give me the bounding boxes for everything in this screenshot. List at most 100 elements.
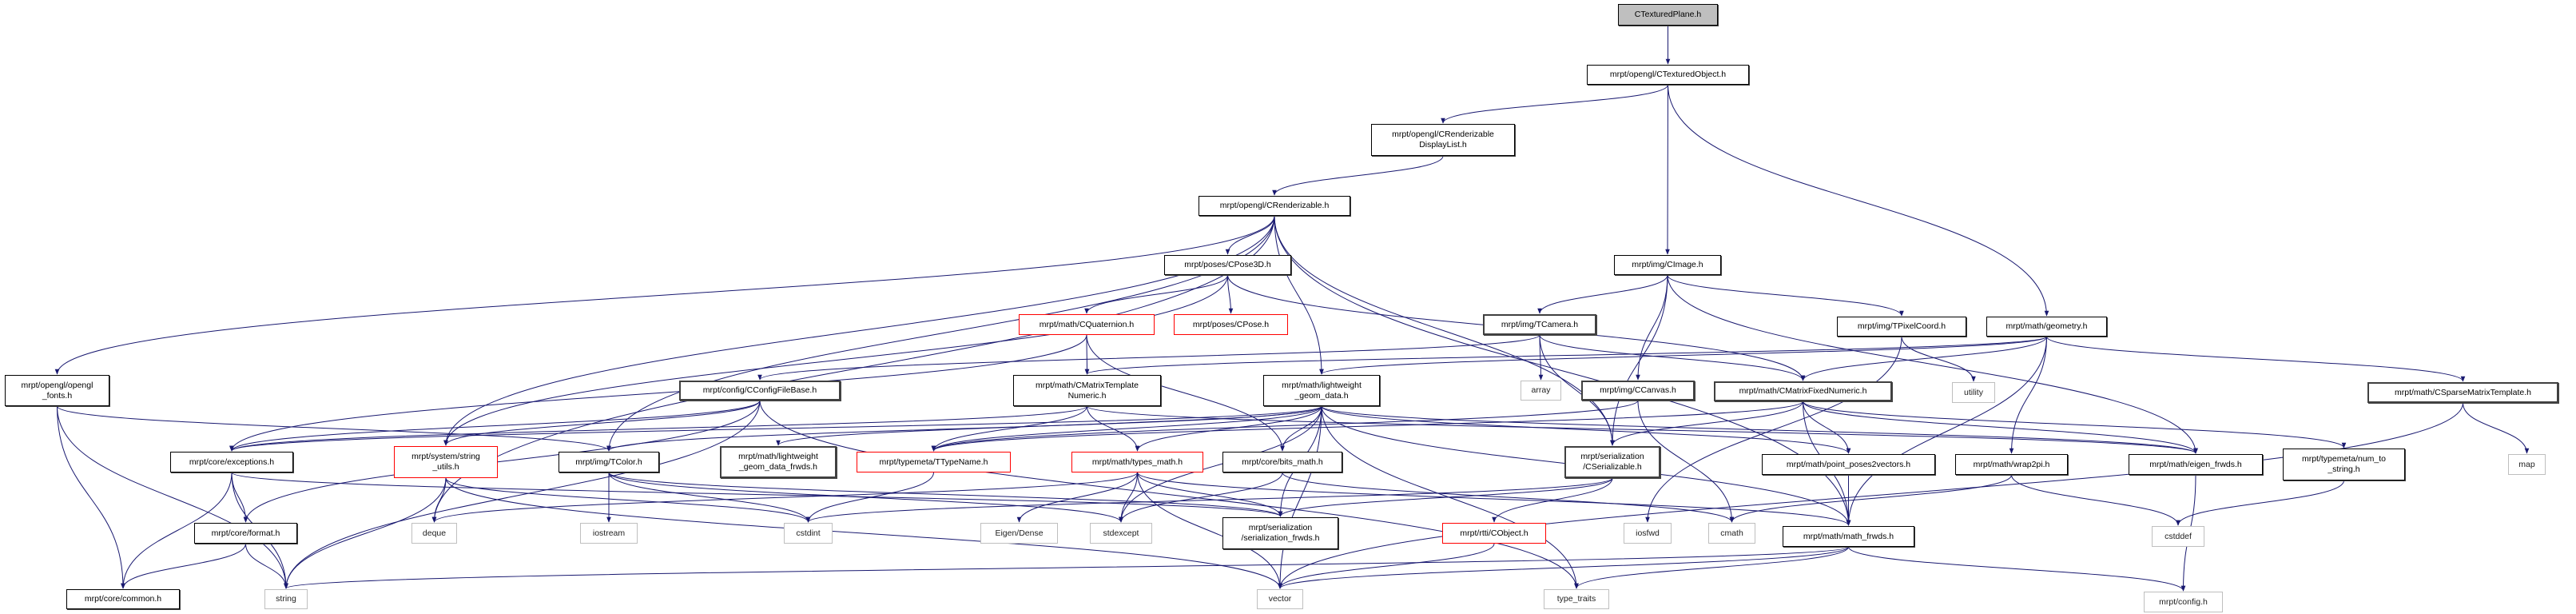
edge-geometry-to-csparse xyxy=(2046,336,2466,382)
node-exceptions[interactable]: mrpt/core/exceptions.h xyxy=(170,452,293,472)
edge-rend-to-cserial xyxy=(1274,215,1615,446)
edge-wrap2pi-to-cmath xyxy=(1729,474,2012,523)
edge-typesmath-to-eigendense xyxy=(1016,472,1138,523)
node-cmtn[interactable]: mrpt/math/CMatrixTemplate Numeric.h xyxy=(1013,375,1161,406)
node-eigendense[interactable]: Eigen/Dense xyxy=(980,523,1058,544)
node-csparse[interactable]: mrpt/math/CSparseMatrixTemplate.h xyxy=(2367,382,2558,403)
edge-cimage-to-ccanvas xyxy=(1636,274,1668,381)
node-cpose[interactable]: mrpt/poses/CPose.h xyxy=(1174,314,1288,335)
node-geometry[interactable]: mrpt/math/geometry.h xyxy=(1986,317,2107,337)
node-dlist[interactable]: mrpt/opengl/CRenderizable DisplayList.h xyxy=(1371,124,1515,156)
node-fonts[interactable]: mrpt/opengl/opengl _fonts.h xyxy=(5,375,109,406)
node-lwgdf[interactable]: mrpt/math/lightweight _geom_data_frwds.h xyxy=(720,446,837,478)
node-cfgbase[interactable]: mrpt/config/CConfigFileBase.h xyxy=(679,381,841,401)
edge-cimage-to-tpixel xyxy=(1667,274,1904,317)
node-cstddef[interactable]: cstddef xyxy=(2152,526,2204,547)
node-tcolor[interactable]: mrpt/img/TColor.h xyxy=(559,452,659,472)
edge-num2str-to-cstddef xyxy=(2176,480,2344,526)
edge-rend-to-lwgd xyxy=(1274,215,1324,375)
edge-lwgd-to-eigenfrwds xyxy=(1321,405,2198,454)
edge-quat-to-bitsmath xyxy=(1086,334,1285,452)
edge-cmfn-to-eigenfrwds xyxy=(1803,401,2198,454)
edge-cfgbase-to-format xyxy=(243,400,761,523)
node-iostream[interactable]: iostream xyxy=(580,523,638,544)
node-num2str[interactable]: mrpt/typemeta/num_to _string.h xyxy=(2283,449,2405,480)
edge-bitsmath-to-cmath xyxy=(1282,472,1735,523)
edge-wrap2pi-to-cstddef xyxy=(2011,474,2180,526)
node-map[interactable]: map xyxy=(2508,454,2546,475)
edge-tpixel-to-utility xyxy=(1901,336,1976,382)
node-root[interactable]: CTexturedPlane.h xyxy=(1618,4,1718,26)
edge-cimage-to-cserial xyxy=(1610,274,1668,446)
edge-cmfn-to-pp2v xyxy=(1803,401,1851,454)
edge-cmtn-to-exceptions xyxy=(229,405,1087,452)
node-pp2v[interactable]: mrpt/math/point_poses2vectors.h xyxy=(1762,454,1935,475)
edge-csparse-to-map xyxy=(2463,402,2530,454)
edge-cserial-to-cobject xyxy=(1492,477,1613,523)
edge-cmfn-to-num2str xyxy=(1803,401,2347,449)
edge-strutils-to-vector xyxy=(445,477,1282,589)
edge-bitsmath-to-stdexcept xyxy=(1119,472,1283,523)
edge-mathfrwds-to-typetraits xyxy=(1574,546,1849,589)
node-typetraits[interactable]: type_traits xyxy=(1544,589,1609,609)
edge-cmtn-to-ttypename xyxy=(931,405,1087,452)
node-iosfwd[interactable]: iosfwd xyxy=(1624,523,1672,544)
node-bitsmath[interactable]: mrpt/core/bits_math.h xyxy=(1222,452,1342,472)
edge-exceptions-to-format xyxy=(231,472,248,523)
node-ttypename[interactable]: mrpt/typemeta/TTypeName.h xyxy=(857,452,1011,472)
edge-format-to-common xyxy=(121,543,246,589)
node-rend[interactable]: mrpt/opengl/CRenderizable.h xyxy=(1199,196,1350,216)
node-eigenfrwds[interactable]: mrpt/math/eigen_frwds.h xyxy=(2129,454,2263,475)
edge-lwgd-to-typesmath xyxy=(1135,405,1322,452)
edge-mathfrwds-to-vector xyxy=(1278,546,1849,589)
node-mathfrwds[interactable]: mrpt/math/math_frwds.h xyxy=(1783,526,1914,547)
edge-pose3d-to-quat xyxy=(1084,274,1228,314)
node-config[interactable]: mrpt/config.h xyxy=(2144,592,2223,612)
node-utility[interactable]: utility xyxy=(1952,382,1995,403)
edge-lwgd-to-ttypename xyxy=(931,405,1322,452)
edge-exceptions-to-common xyxy=(121,472,233,589)
node-cobject[interactable]: mrpt/rtti/CObject.h xyxy=(1442,523,1546,544)
node-cserial[interactable]: mrpt/serialization /CSerializable.h xyxy=(1564,446,1660,478)
node-cstdint[interactable]: cstdint xyxy=(784,523,833,544)
node-cmath[interactable]: cmath xyxy=(1708,523,1755,544)
node-cmfn[interactable]: mrpt/math/CMatrixFixedNumeric.h xyxy=(1714,381,1892,401)
node-tcamera[interactable]: mrpt/img/TCamera.h xyxy=(1483,314,1596,335)
node-texobj[interactable]: mrpt/opengl/CTexturedObject.h xyxy=(1587,65,1749,85)
edge-tcamera-to-cmfn xyxy=(1539,334,1806,381)
edge-geometry-to-mathfrwds xyxy=(1846,336,2047,526)
edge-typesmath-to-deque xyxy=(431,472,1138,523)
node-tpixel[interactable]: mrpt/img/TPixelCoord.h xyxy=(1837,317,1966,337)
node-quat[interactable]: mrpt/math/CQuaternion.h xyxy=(1019,314,1155,335)
edge-tcolor-to-stdexcept xyxy=(608,472,1123,523)
edge-ccanvas-to-ttypename xyxy=(931,400,1639,452)
edge-rend-to-deque xyxy=(431,215,1275,523)
edge-strutils-to-string xyxy=(284,477,447,589)
edge-texobj-to-dlist xyxy=(1441,84,1668,124)
edge-tcamera-to-cfgbase xyxy=(757,334,1540,381)
node-vector[interactable]: vector xyxy=(1257,589,1303,609)
node-cimage[interactable]: mrpt/img/CImage.h xyxy=(1614,255,1721,275)
node-lwgd[interactable]: mrpt/math/lightweight _geom_data.h xyxy=(1263,375,1380,406)
node-deque[interactable]: deque xyxy=(411,523,457,544)
node-array[interactable]: array xyxy=(1521,381,1561,401)
node-string[interactable]: string xyxy=(264,589,308,609)
edge-typesmath-to-vector xyxy=(1137,472,1282,589)
edge-tcamera-to-cserial xyxy=(1539,334,1615,446)
node-wrap2pi[interactable]: mrpt/math/wrap2pi.h xyxy=(1955,454,2068,475)
node-format[interactable]: mrpt/core/format.h xyxy=(194,523,297,544)
edge-cmfn-to-cserial xyxy=(1610,401,1803,446)
node-strutils[interactable]: mrpt/system/string _utils.h xyxy=(394,446,498,478)
node-stdexcept[interactable]: stdexcept xyxy=(1090,523,1152,544)
node-typesmath[interactable]: mrpt/math/types_math.h xyxy=(1071,452,1203,472)
node-common[interactable]: mrpt/core/common.h xyxy=(66,589,180,609)
edge-cimage-to-eigenfrwds xyxy=(1667,274,2198,454)
edge-rend-to-pose3d xyxy=(1225,215,1275,255)
node-ccanvas[interactable]: mrpt/img/CCanvas.h xyxy=(1581,381,1695,401)
edge-lwgd-to-exceptions xyxy=(229,405,1322,452)
node-serfrwds[interactable]: mrpt/serialization /serialization_frwds.… xyxy=(1222,517,1338,549)
edge-geometry-to-lwgd xyxy=(1319,336,2047,375)
node-pose3d[interactable]: mrpt/poses/CPose3D.h xyxy=(1164,255,1291,275)
